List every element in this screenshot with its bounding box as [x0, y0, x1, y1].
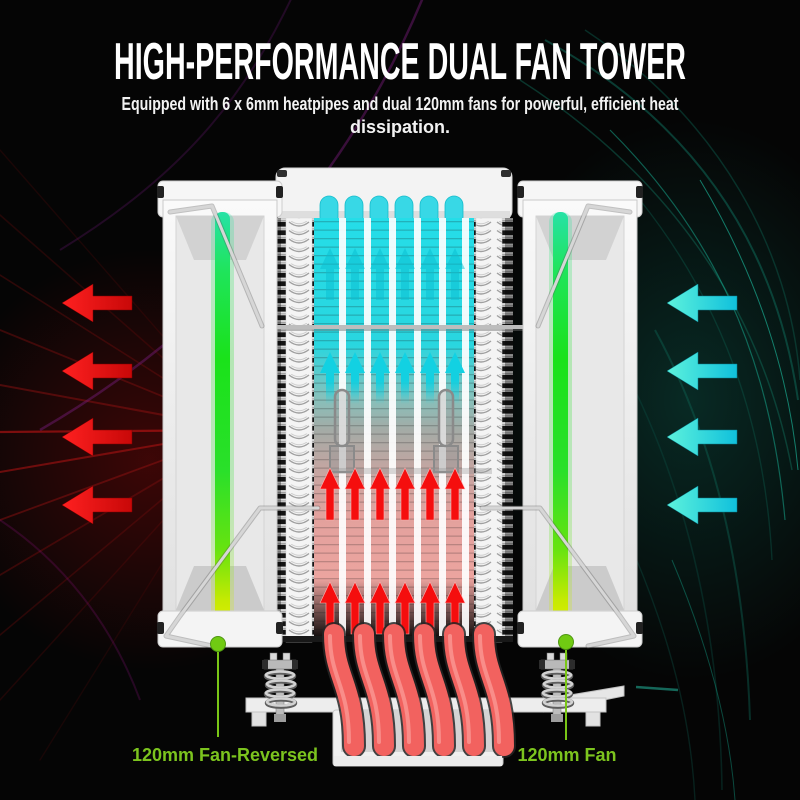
- fin-edge-left: [285, 217, 313, 643]
- page-title: HIGH-PERFORMANCE DUAL FAN TOWER: [114, 33, 686, 91]
- heatsink-tower: [262, 167, 538, 643]
- base-assembly: [245, 622, 625, 767]
- fan-bottom-cap: [517, 610, 643, 648]
- fin-edge-right: [475, 217, 503, 643]
- mounting-bracket: [329, 388, 492, 474]
- callout-dot-right: [558, 634, 574, 650]
- fan-clip-wires: [163, 203, 321, 649]
- subtitle-line-1: Equipped with 6 x 6mm heatpipes and dual…: [122, 94, 679, 114]
- callout-right-label: 120mm Fan: [517, 745, 616, 765]
- callout-dot-left: [210, 636, 226, 652]
- airflow-column-stripes: [339, 218, 469, 642]
- callout-lines: [217, 650, 567, 740]
- callout-left-label: 120mm Fan-Reversed: [132, 745, 318, 765]
- fan-clip-wires: [479, 203, 637, 649]
- fan-standard: [479, 180, 643, 650]
- rgb-strip: [215, 212, 230, 644]
- fan-reversed: [157, 180, 321, 652]
- subtitle-line-2: dissipation.: [350, 117, 450, 137]
- heatpipes: [322, 622, 516, 758]
- rgb-strip: [553, 212, 568, 644]
